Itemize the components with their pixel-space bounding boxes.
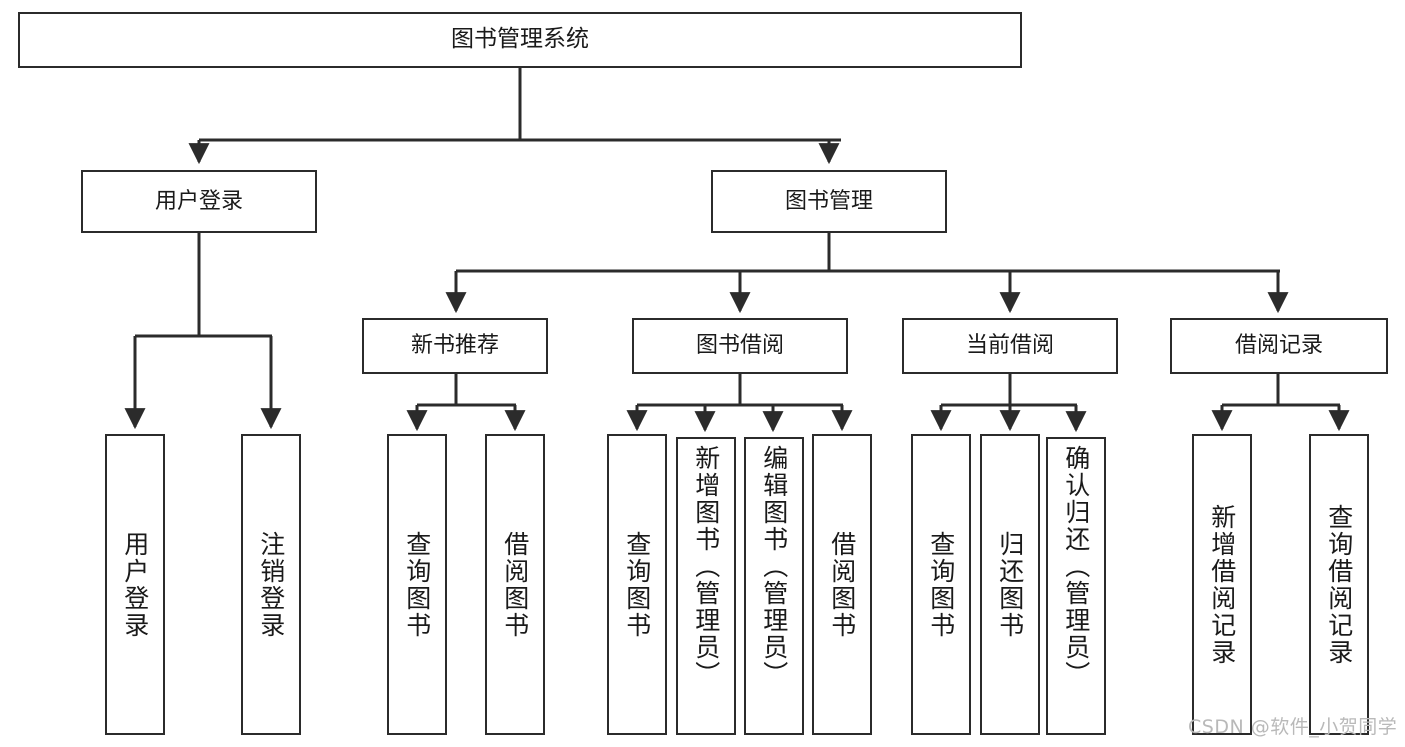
node-book-management[interactable]: 图书管理 (711, 170, 947, 233)
node-root-system[interactable]: 图书管理系统 (18, 12, 1022, 68)
node-borrow-record[interactable]: 借阅记录 (1170, 318, 1388, 374)
leaf-query-book-borrow[interactable]: 查询图书 (607, 434, 667, 735)
leaf-add-borrow-record[interactable]: 新增借阅记录 (1192, 434, 1252, 735)
node-book-borrow[interactable]: 图书借阅 (632, 318, 848, 374)
node-new-book-recommend[interactable]: 新书推荐 (362, 318, 548, 374)
leaf-logout[interactable]: 注销登录 (241, 434, 301, 735)
leaf-user-login[interactable]: 用户登录 (105, 434, 165, 735)
node-current-borrow[interactable]: 当前借阅 (902, 318, 1118, 374)
leaf-edit-book-admin[interactable]: 编辑图书（管理员） (744, 437, 804, 735)
leaf-borrow-book-recommend[interactable]: 借阅图书 (485, 434, 545, 735)
leaf-borrow-book[interactable]: 借阅图书 (812, 434, 872, 735)
node-user-login[interactable]: 用户登录 (81, 170, 317, 233)
csdn-watermark: CSDN @软件_小贺同学 (1188, 716, 1398, 738)
leaf-query-borrow-record[interactable]: 查询借阅记录 (1309, 434, 1369, 735)
leaf-query-book-current[interactable]: 查询图书 (911, 434, 971, 735)
leaf-query-book-recommend[interactable]: 查询图书 (387, 434, 447, 735)
leaf-return-book[interactable]: 归还图书 (980, 434, 1040, 735)
leaf-add-book-admin[interactable]: 新增图书（管理员） (676, 437, 736, 735)
leaf-confirm-return-admin[interactable]: 确认归还（管理员） (1046, 437, 1106, 735)
